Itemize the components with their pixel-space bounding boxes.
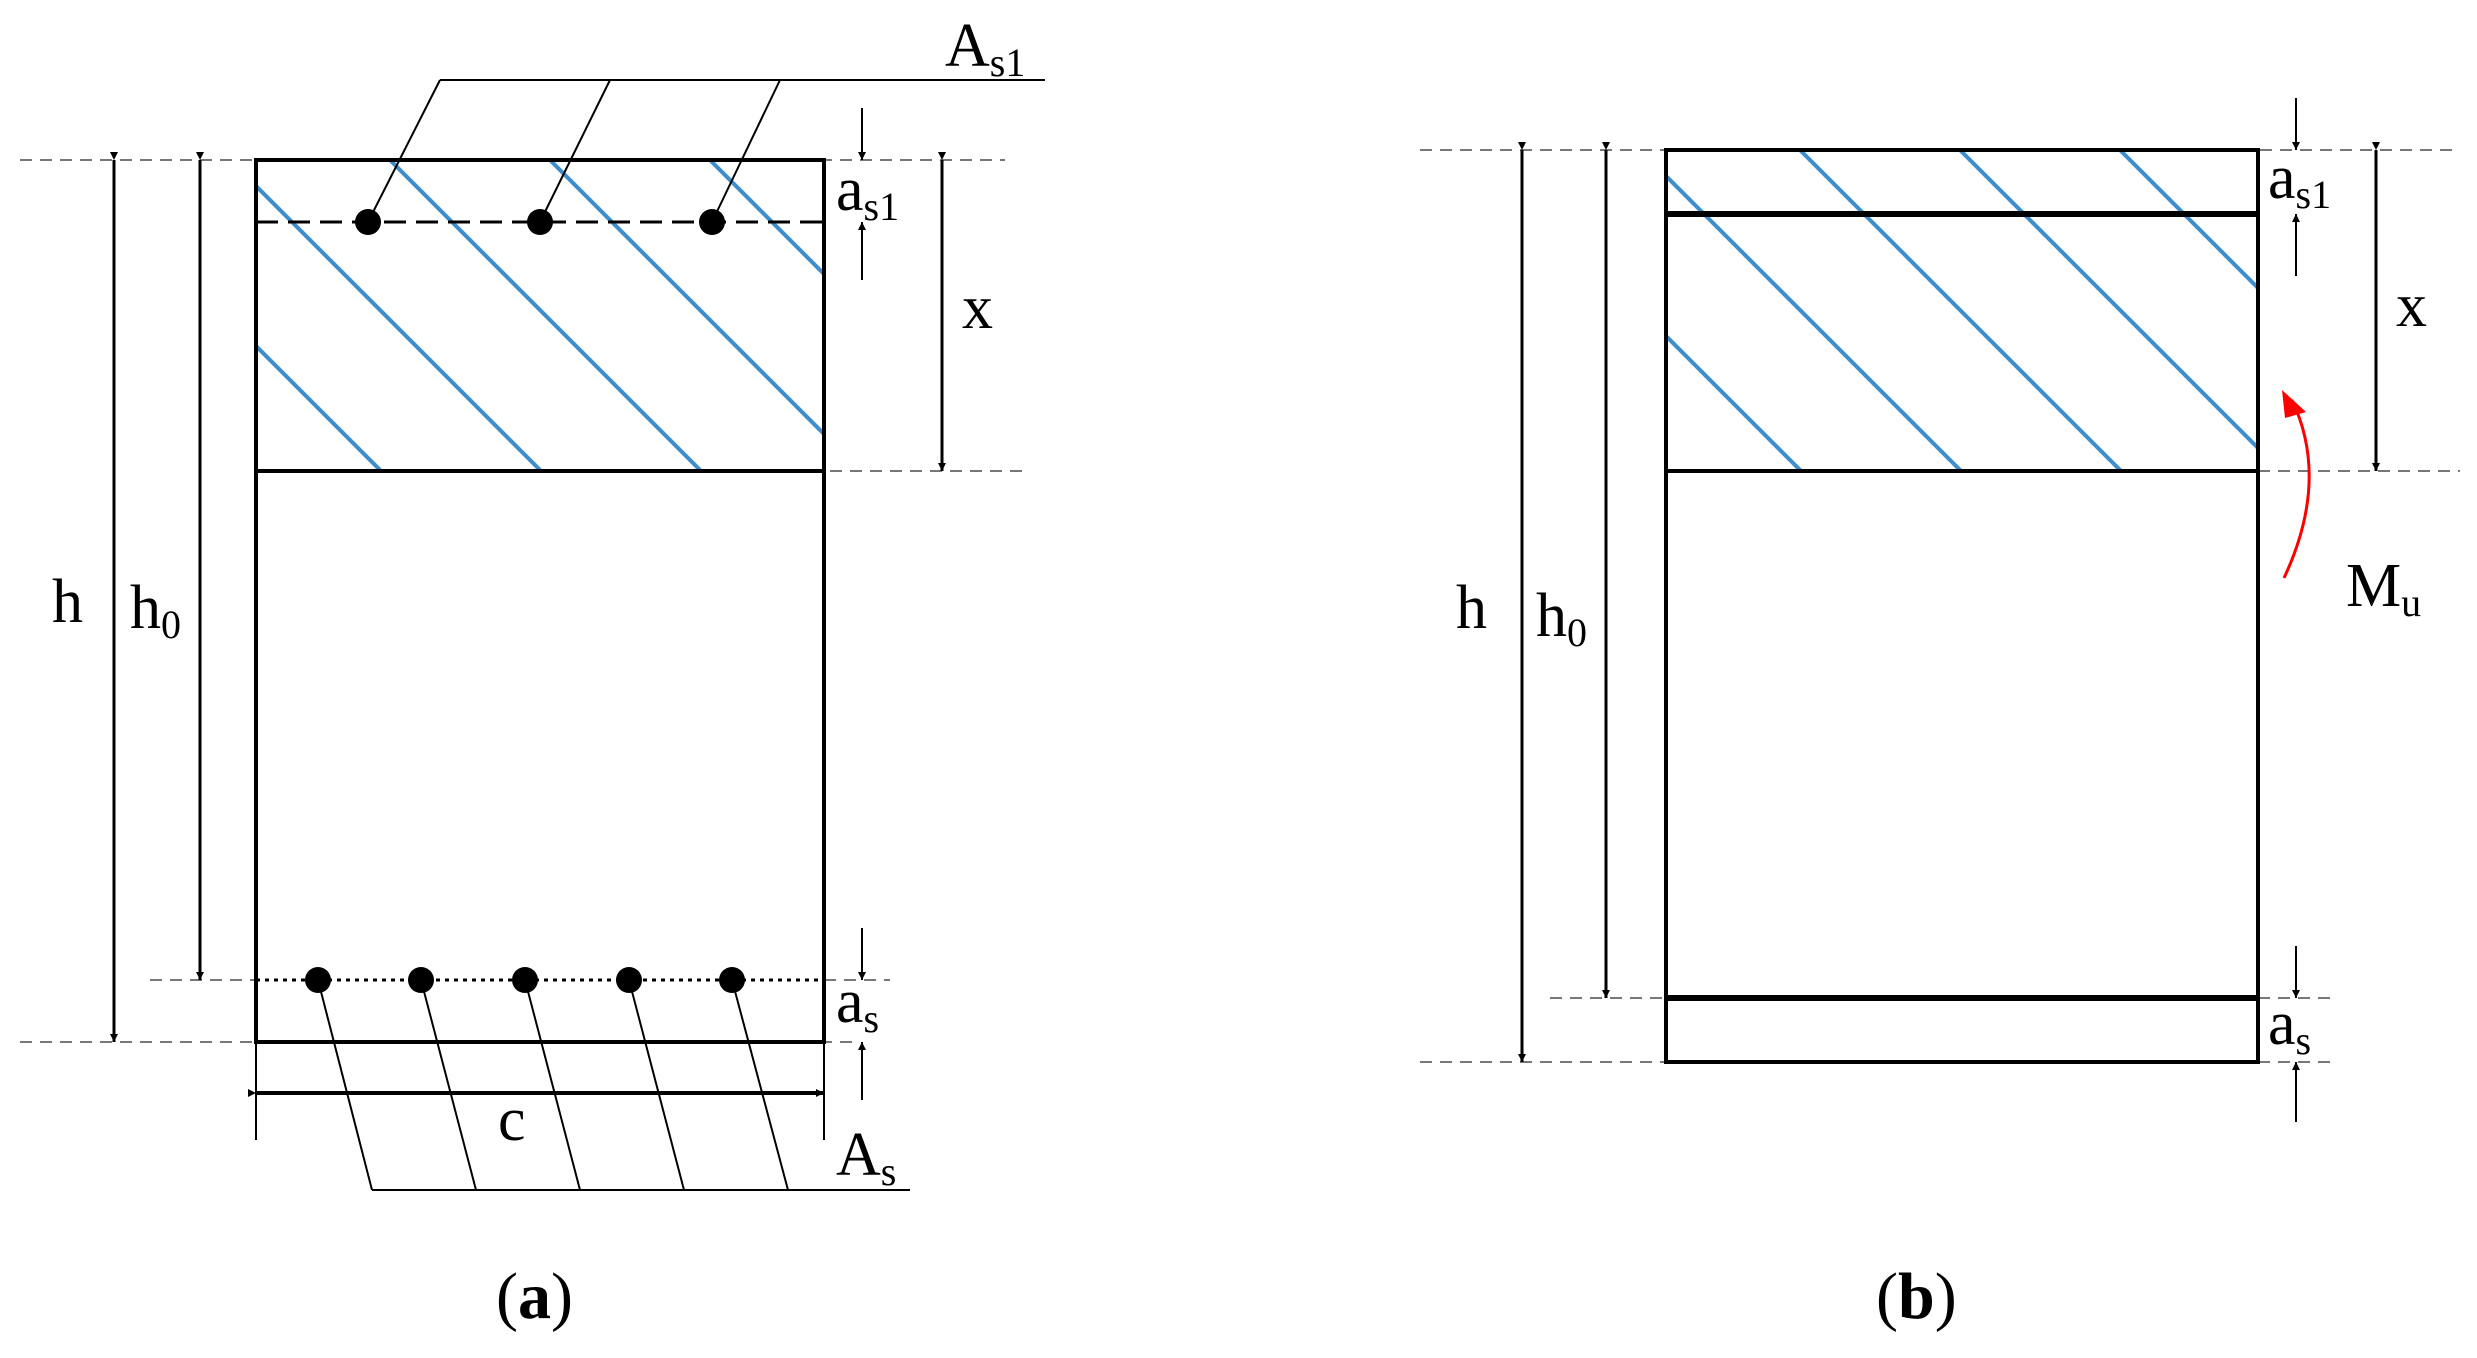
panel-b-label-as1: as1 [2268, 144, 2331, 217]
panel-b-dashed-lines [1420, 149, 2460, 1063]
panel-a-section-outline [254, 158, 826, 1044]
panel-a-label-c: c [498, 1086, 526, 1154]
panel-b-moment-arrow [2282, 399, 2311, 579]
panel-a-As-leaders [317, 979, 910, 1191]
panel-b-label-Mu: Mu [2346, 552, 2421, 625]
panel-b-moment-arrowhead [2282, 390, 2306, 418]
panel-a-width-dimension [248, 1042, 825, 1140]
panel-b-label-x: x [2396, 272, 2427, 340]
panel-a-label-as1: as1 [836, 156, 899, 229]
panel-a-height-dimensions [110, 152, 204, 1042]
panel-a-label-h: h [52, 568, 83, 636]
panel-a-label-As1: As1 [945, 12, 1025, 85]
panel-a-label-h0: h0 [130, 574, 181, 647]
panel-b-section-outline [1664, 148, 2260, 1064]
panel-b-label-as: as [2268, 990, 2311, 1063]
panel-b-compression-hatch [1666, 150, 2258, 471]
panel-b-height-dimensions [1518, 142, 1610, 1062]
panel-a-As1-leaders [367, 79, 1045, 223]
panel-b: as1 x Mu h h0 as (b) [1420, 98, 2460, 1333]
panel-a-label-As: As [836, 1121, 896, 1194]
panel-a: As1 as1 x h h0 as c As (a) [20, 12, 1045, 1333]
panel-a-label-x: x [962, 274, 993, 342]
panel-a-compression-hatch [256, 160, 824, 471]
panel-b-caption: (b) [1876, 1260, 1957, 1333]
panel-b-label-h0: h0 [1536, 582, 1587, 655]
panel-a-caption: (a) [496, 1260, 573, 1333]
panel-a-label-as: as [836, 968, 879, 1041]
panel-b-label-h: h [1456, 574, 1487, 642]
